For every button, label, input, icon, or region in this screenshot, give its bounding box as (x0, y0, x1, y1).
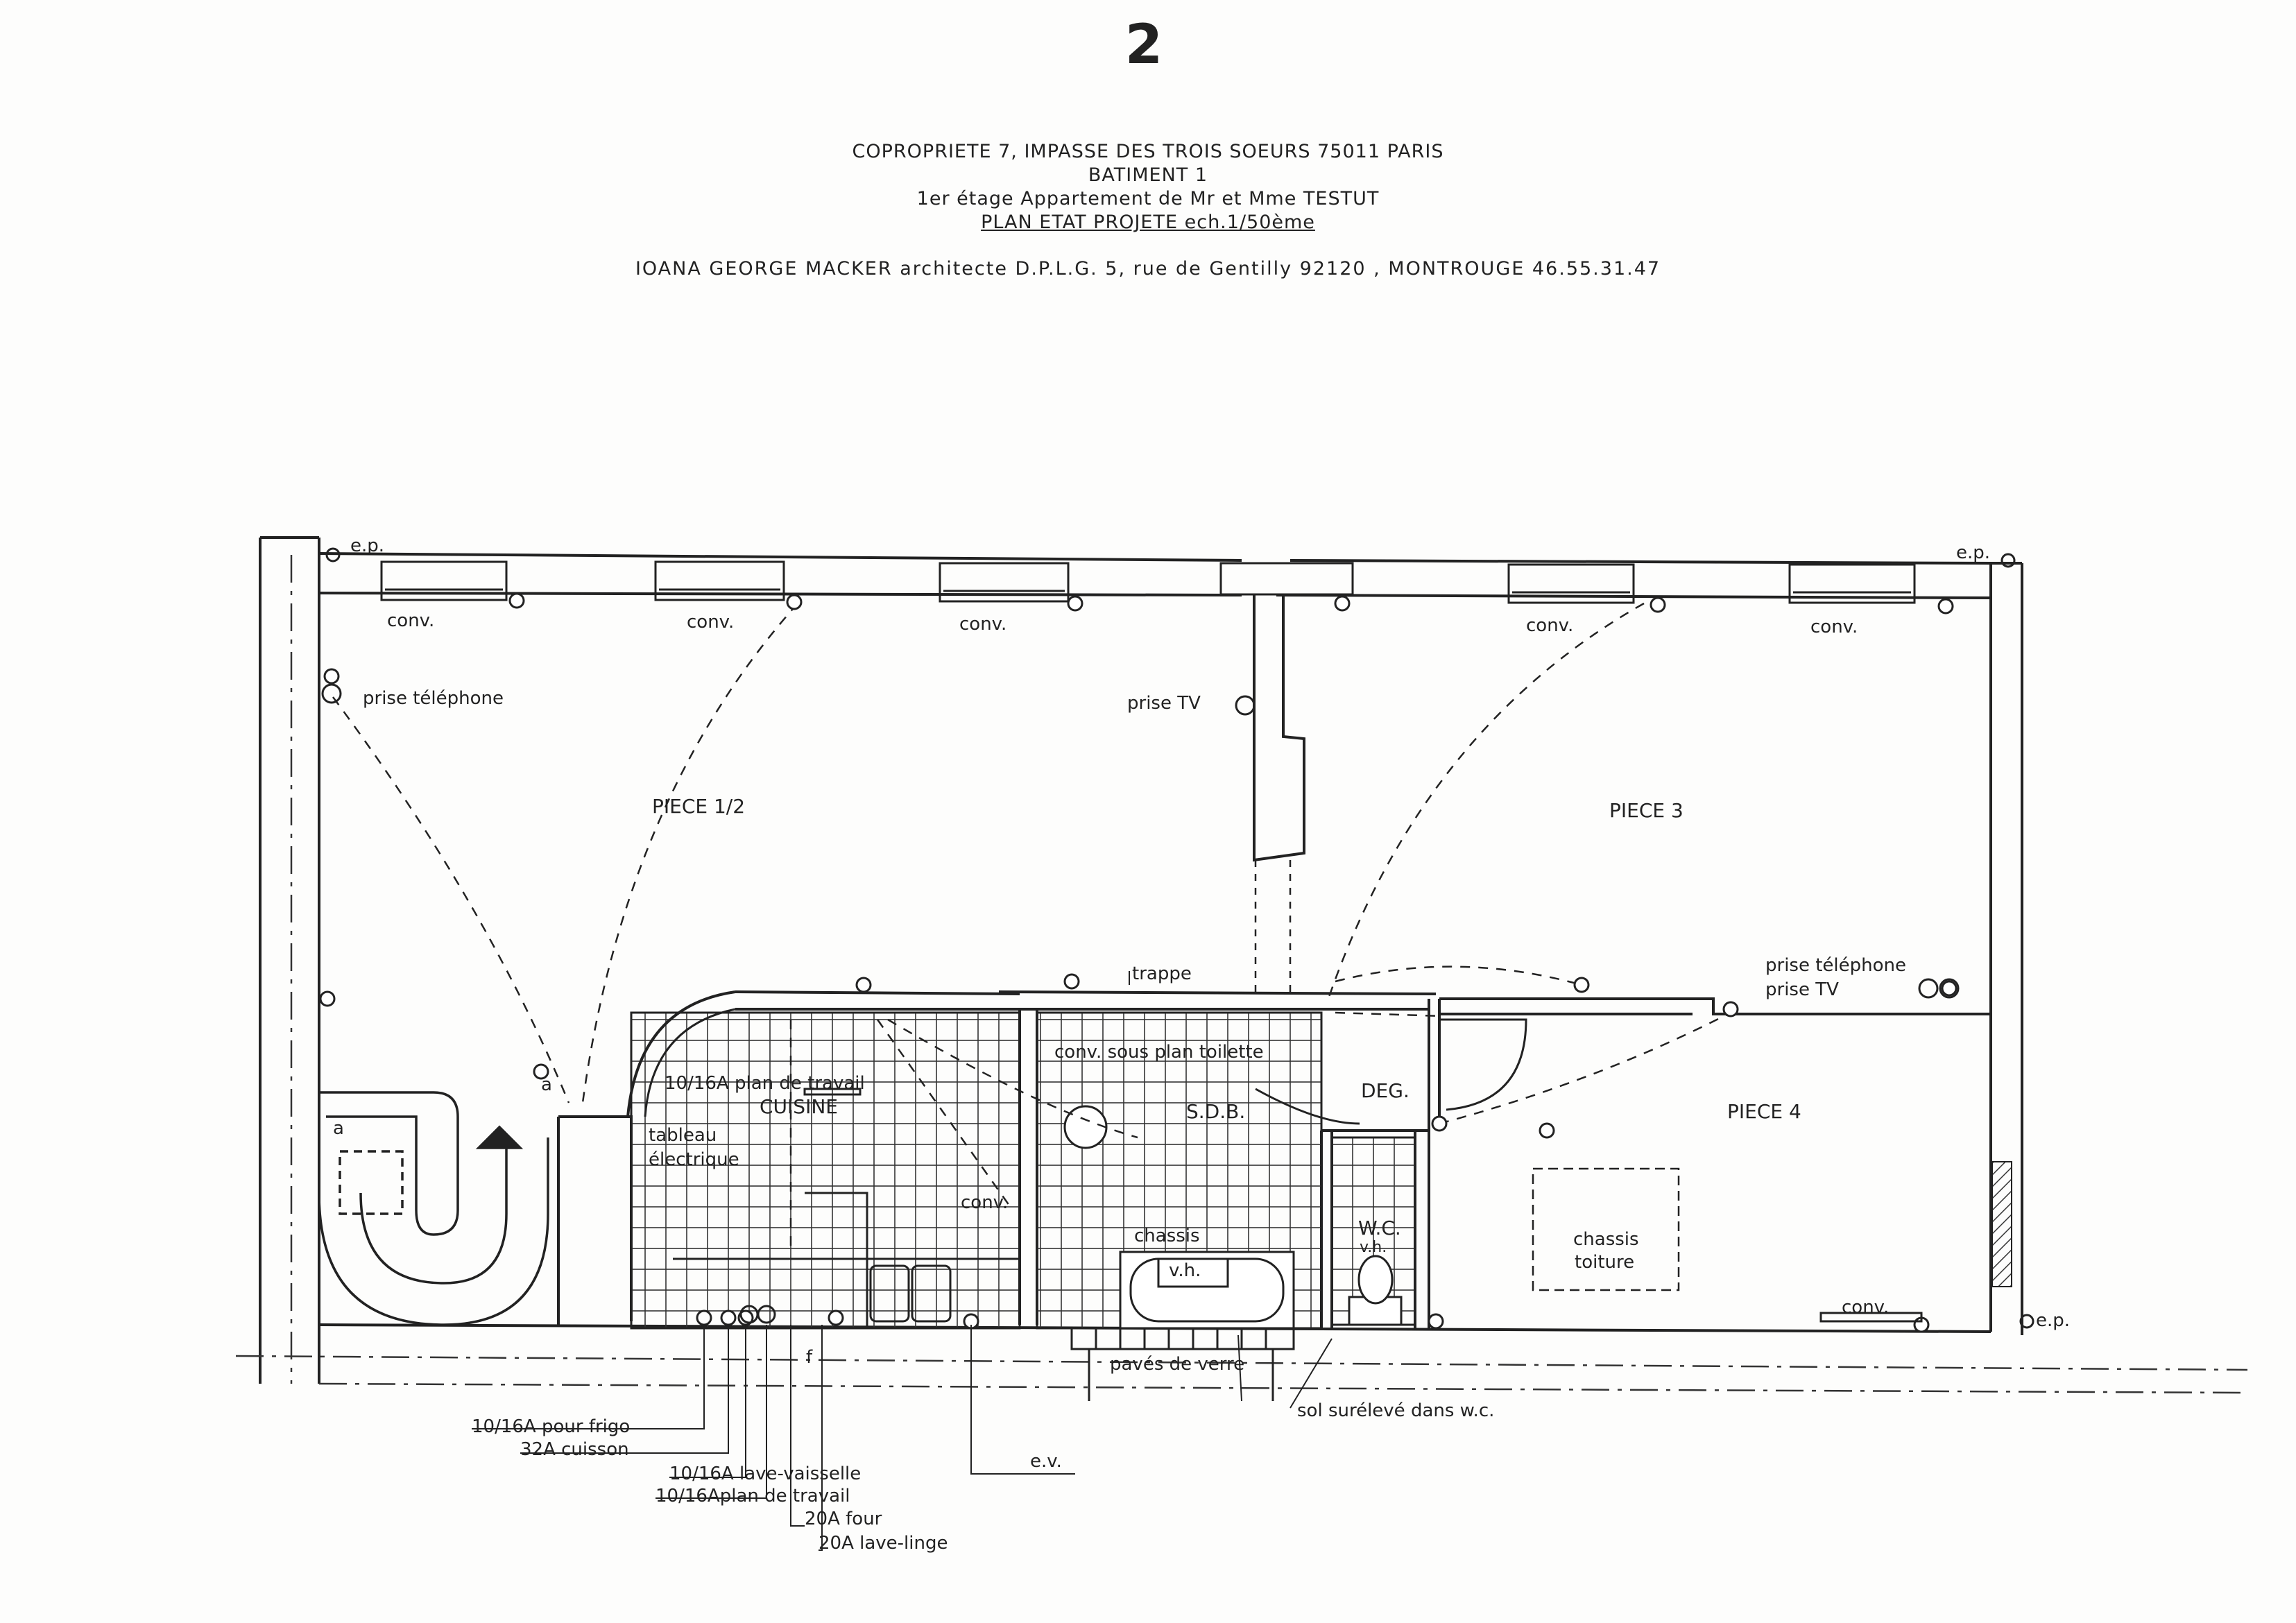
label-plan-travail: 10/16A plan de travail (665, 1073, 865, 1094)
room-sdb: S.D.B. (1186, 1100, 1245, 1123)
glass-pavers (1070, 1327, 1295, 1401)
windows (380, 560, 1916, 604)
kitchen-curve (626, 990, 736, 1117)
label-chassis-toiture-2: toiture (1575, 1252, 1634, 1273)
header-architect: IOANA GEORGE MACKER architecte D.P.L.G. … (635, 258, 1661, 280)
label-f: f (806, 1347, 813, 1368)
circuit-four: 20A four (805, 1509, 882, 1529)
label-chassis-toiture-1: chassis (1573, 1229, 1639, 1250)
label-sol-sureleve: sol surélevé dans w.c. (1297, 1400, 1494, 1421)
radiators (803, 1088, 1923, 1323)
label-vh-sdb: v.h. (1169, 1260, 1201, 1281)
label-ep-top-left: e.p. (350, 535, 384, 556)
label-conv-6: conv. (1842, 1297, 1889, 1318)
room-wc: W.C. (1358, 1217, 1401, 1239)
label-conv-5: conv. (1810, 617, 1858, 637)
room-piece-1-2: PIECE 1/2 (652, 795, 745, 818)
label-conv-2: conv. (687, 612, 734, 633)
axis-lines (235, 555, 2248, 1394)
label-conv-1: conv. (387, 610, 434, 631)
label-chassis-sdb: chassis (1134, 1226, 1200, 1246)
outlet-rings (321, 547, 2034, 1329)
header-plan-title: PLAN ETAT PROJETE ech.1/50ème (981, 212, 1315, 233)
room-degagement: DEG. (1361, 1079, 1410, 1102)
kitchen-tiles (630, 1011, 1021, 1330)
circuit-plan-travail: 10/16Aplan de travail (656, 1486, 850, 1506)
circuit-lave-vaisselle: 10/16A lave-vaisselle (669, 1463, 861, 1484)
circuit-lave-linge: 20A lave-linge (819, 1533, 948, 1554)
label-a-2: a (541, 1074, 552, 1095)
circuit-leaders (472, 971, 1333, 1551)
label-tableau: tableau (649, 1125, 717, 1146)
label-conv-sous-plan: conv. sous plan toilette (1054, 1042, 1264, 1063)
label-a-1: a (333, 1118, 344, 1139)
label-conv-kitchen: conv. (961, 1192, 1008, 1213)
label-prise-telephone-1: prise téléphone (363, 688, 504, 709)
room-cuisine: CUISINE (760, 1095, 838, 1118)
label-paves-de-verre: pavés de verre (1110, 1354, 1244, 1375)
room-piece-4: PIECE 4 (1727, 1100, 1801, 1123)
label-ev: e.v. (1030, 1451, 1062, 1472)
hatched-wall (1991, 1161, 2012, 1287)
label-conv-3: conv. (959, 614, 1006, 635)
washbasin (1063, 1105, 1108, 1149)
label-trappe: trappe (1132, 963, 1192, 984)
label-conv-4: conv. (1526, 615, 1573, 636)
header-address: COPROPRIETE 7, IMPASSE DES TROIS SOEURS … (852, 141, 1444, 162)
circuit-cuisson: 32A cuisson (520, 1439, 629, 1460)
label-prise-telephone-2: prise téléphone (1765, 955, 1906, 976)
label-electrique: électrique (649, 1149, 739, 1170)
wiring (332, 602, 1731, 1248)
skylight-outline (1532, 1167, 1680, 1291)
header-apartment: 1er étage Appartement de Mr et Mme TESTU… (916, 188, 1380, 209)
label-ep-bottom-right: e.p. (2036, 1310, 2070, 1331)
bathtub (1119, 1251, 1295, 1330)
label-prise-tv-1: prise TV (1127, 693, 1201, 714)
label-vh-wc: v.h. (1360, 1239, 1387, 1256)
label-ep-top-right: e.p. (1956, 542, 1990, 563)
header-building: BATIMENT 1 (1088, 164, 1208, 186)
circuit-frigo: 10/16A pour frigo (472, 1416, 630, 1437)
stair (318, 1091, 549, 1326)
kitchen-units (673, 1192, 1021, 1330)
sockets (319, 592, 1957, 1333)
door-swings (1255, 1018, 1527, 1125)
label-prise-tv-2: prise TV (1765, 979, 1839, 1000)
sheet-number: 2 (1124, 14, 1165, 76)
toilet (1348, 1255, 1403, 1326)
room-piece-3: PIECE 3 (1609, 799, 1684, 822)
